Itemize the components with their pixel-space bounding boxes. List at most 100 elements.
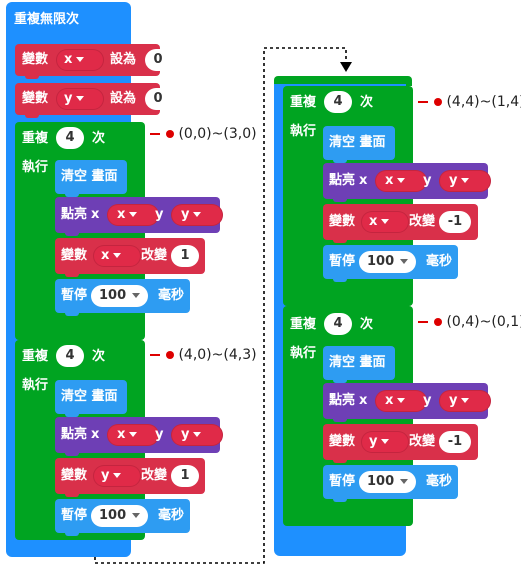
plot-block-1[interactable]: 點亮 x x y y xyxy=(55,197,223,236)
change-value[interactable]: 1 xyxy=(171,245,199,267)
change-var-dropdown[interactable]: x xyxy=(361,211,409,233)
pause-block-4[interactable]: 暫停 100 毫秒 xyxy=(323,465,458,502)
plot-x-dropdown[interactable]: x xyxy=(375,170,427,192)
red-dot-icon xyxy=(434,98,442,106)
chevron-down-icon xyxy=(132,293,141,298)
pause-value-dropdown[interactable]: 100 xyxy=(91,285,149,307)
repeat-do-label: 執行 xyxy=(22,160,49,175)
change-value[interactable]: 1 xyxy=(171,465,199,487)
change-op: 改變 xyxy=(409,434,436,449)
repeat-label: 重複 xyxy=(290,317,317,332)
plot-block-3[interactable]: 點亮 x x y y xyxy=(323,163,491,202)
set-x-value[interactable]: 0 xyxy=(145,49,171,71)
change-label: 變數 xyxy=(61,248,88,263)
change-var-dropdown[interactable]: x xyxy=(93,245,141,267)
change-block-2[interactable]: 變數 y 改變 1 xyxy=(55,458,205,497)
plot-x-dropdown[interactable]: x xyxy=(107,204,159,226)
set-x-block[interactable]: 變數 x 設為 0 xyxy=(15,44,171,79)
plot-x-label: x xyxy=(91,207,100,222)
annotation-3: (4,4)~(1,4) xyxy=(418,94,521,110)
chevron-down-icon xyxy=(397,398,406,403)
change-value[interactable]: -1 xyxy=(439,211,471,233)
plot-x-dropdown[interactable]: x xyxy=(375,390,427,412)
annotation-text: (0,0)~(3,0) xyxy=(178,126,257,142)
red-dot-icon xyxy=(166,351,174,359)
red-dot-icon xyxy=(434,318,442,326)
clear-screen-label: 清空 畫面 xyxy=(61,169,118,184)
plot-block-4[interactable]: 點亮 x x y y xyxy=(323,383,491,422)
chevron-down-icon xyxy=(461,398,470,403)
clear-screen-block-2[interactable]: 清空 畫面 xyxy=(55,380,127,417)
chevron-down-icon xyxy=(397,178,406,183)
repeat-label: 重複 xyxy=(290,95,317,110)
clear-screen-block-1[interactable]: 清空 畫面 xyxy=(55,160,127,197)
plot-y-dropdown[interactable]: y xyxy=(171,204,223,226)
repeat-label: 重複 xyxy=(22,349,49,364)
clear-screen-label: 清空 畫面 xyxy=(61,389,118,404)
set-x-op: 設為 xyxy=(110,52,137,67)
pause-unit: 毫秒 xyxy=(426,254,453,269)
pause-block-2[interactable]: 暫停 100 毫秒 xyxy=(55,499,190,536)
pause-block-3[interactable]: 暫停 100 毫秒 xyxy=(323,245,458,282)
repeat-label: 重複 xyxy=(22,131,49,146)
change-block-3[interactable]: 變數 x 改變 -1 xyxy=(323,204,478,243)
annotation-4: (0,4)~(0,1) xyxy=(418,314,521,330)
chevron-down-icon xyxy=(381,439,390,444)
plot-block-2[interactable]: 點亮 x x y y xyxy=(55,417,223,456)
chevron-down-icon xyxy=(113,253,122,258)
change-block-1[interactable]: 變數 x 改變 1 xyxy=(55,238,205,277)
pause-value-dropdown[interactable]: 100 xyxy=(359,251,417,273)
chevron-down-icon xyxy=(129,432,138,437)
repeat-times: 次 xyxy=(360,317,374,332)
plot-y-dropdown[interactable]: y xyxy=(439,390,491,412)
change-value[interactable]: -1 xyxy=(439,431,471,453)
clear-screen-block-4[interactable]: 清空 畫面 xyxy=(323,346,395,383)
set-y-var-dropdown[interactable]: y xyxy=(56,88,104,110)
clear-screen-label: 清空 畫面 xyxy=(329,135,386,150)
plot-y-label: y xyxy=(423,173,432,188)
annotation-1: (0,0)~(3,0) xyxy=(150,126,257,142)
plot-x-label: x xyxy=(359,173,368,188)
change-op: 改變 xyxy=(409,214,436,229)
set-y-block[interactable]: 變數 y 設為 0 xyxy=(15,83,171,118)
repeat-count[interactable]: 4 xyxy=(56,127,84,149)
repeat-do-label: 執行 xyxy=(22,378,49,393)
repeat-times: 次 xyxy=(360,95,374,110)
pause-label: 暫停 xyxy=(329,474,356,489)
plot-label: 點亮 xyxy=(61,207,88,222)
clear-screen-block-3[interactable]: 清空 畫面 xyxy=(323,126,395,163)
pause-label: 暫停 xyxy=(61,288,88,303)
plot-y-label: y xyxy=(155,207,164,222)
chevron-down-icon xyxy=(381,219,390,224)
red-dot-icon xyxy=(166,130,174,138)
annotation-text: (4,0)~(4,3) xyxy=(178,347,257,363)
pause-label: 暫停 xyxy=(329,254,356,269)
change-var-dropdown[interactable]: y xyxy=(93,465,141,487)
plot-x-label: x xyxy=(359,393,368,408)
repeat-count[interactable]: 4 xyxy=(56,345,84,367)
plot-y-dropdown[interactable]: y xyxy=(439,170,491,192)
set-x-var-name: x xyxy=(64,52,73,67)
repeat-count[interactable]: 4 xyxy=(324,313,352,335)
change-block-4[interactable]: 變數 y 改變 -1 xyxy=(323,424,478,463)
change-op: 改變 xyxy=(141,468,168,483)
set-y-value[interactable]: 0 xyxy=(145,88,171,110)
set-x-var-dropdown[interactable]: x xyxy=(56,49,104,71)
repeat-do-label: 執行 xyxy=(290,346,317,361)
chevron-down-icon xyxy=(129,212,138,217)
set-x-label: 變數 xyxy=(22,52,49,67)
repeat-times: 次 xyxy=(92,349,106,364)
chevron-down-icon xyxy=(461,178,470,183)
plot-label: 點亮 xyxy=(329,393,356,408)
pause-block-1[interactable]: 暫停 100 毫秒 xyxy=(55,279,190,316)
clear-screen-label: 清空 畫面 xyxy=(329,355,386,370)
plot-x-dropdown[interactable]: x xyxy=(107,424,159,446)
plot-y-dropdown[interactable]: y xyxy=(171,424,223,446)
pause-value-dropdown[interactable]: 100 xyxy=(91,505,149,527)
pause-value-dropdown[interactable]: 100 xyxy=(359,471,417,493)
change-var-dropdown[interactable]: y xyxy=(361,431,409,453)
plot-label: 點亮 xyxy=(61,427,88,442)
chevron-down-icon xyxy=(76,96,85,101)
chevron-down-icon xyxy=(193,432,202,437)
repeat-count[interactable]: 4 xyxy=(324,91,352,113)
